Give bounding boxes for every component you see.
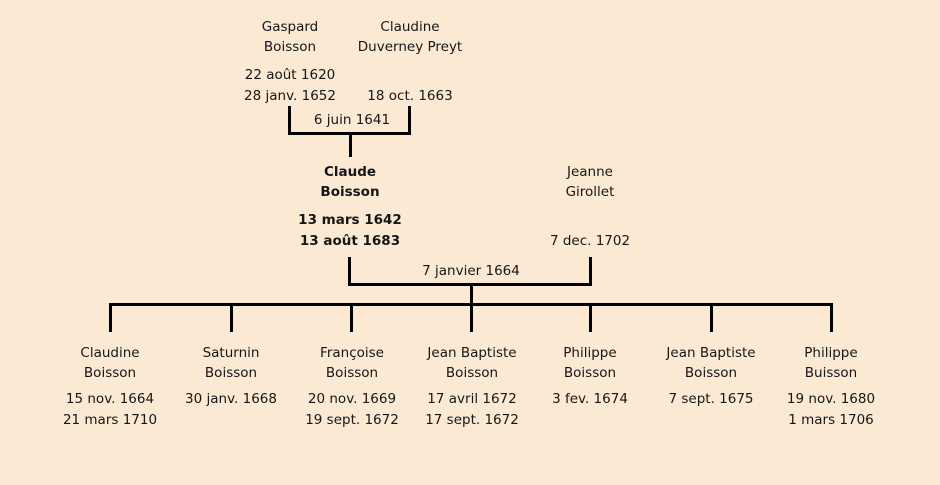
person-name: Claudine Duverney Preyt [358, 17, 462, 57]
person-francoise-boisson: Françoise Boisson 20 nov. 1669 19 sept. … [305, 343, 399, 431]
person-dates: 22 août 1620 28 janv. 1652 [244, 65, 336, 107]
person-dates: 20 nov. 1669 19 sept. 1672 [305, 389, 399, 431]
birth-date: 17 avril 1672 [427, 391, 517, 407]
person-dates: 18 oct. 1663 [358, 86, 462, 107]
person-dates: 19 nov. 1680 1 mars 1706 [787, 389, 875, 431]
death-date: 28 janv. 1652 [244, 88, 336, 104]
person-name: Claudine Boisson [63, 343, 157, 383]
person-name: Philippe Buisson [787, 343, 875, 383]
person-gaspard-boisson: Gaspard Boisson 22 août 1620 28 janv. 16… [244, 17, 336, 107]
person-dates: 7 dec. 1702 [550, 231, 630, 252]
person-dates: 3 fev. 1674 [552, 389, 628, 410]
connector-line-child-drop-1 [109, 303, 112, 332]
person-name: Jean Baptiste Boisson [425, 343, 519, 383]
connector-line-marriage2-left [348, 257, 351, 286]
name-line: Boisson [83, 365, 137, 381]
person-name: Saturnin Boisson [185, 343, 277, 383]
name-line: Saturnin [202, 345, 260, 361]
connector-line-child-drop-3 [350, 303, 353, 332]
name-line: Françoise [320, 345, 384, 361]
connector-line-marriage1-right [408, 106, 411, 135]
connector-line-child-drop-6 [710, 303, 713, 332]
person-saturnin-boisson: Saturnin Boisson 30 janv. 1668 [185, 343, 277, 410]
person-name: Jeanne Girollet [550, 162, 630, 202]
death-date: 1 mars 1706 [788, 412, 874, 428]
name-line: Boisson [320, 184, 380, 200]
birth-date: 22 août 1620 [244, 67, 336, 83]
person-claudine-boisson-child: Claudine Boisson 15 nov. 1664 21 mars 17… [63, 343, 157, 431]
death-date: 7 dec. 1702 [549, 233, 631, 249]
name-line: Boisson [263, 39, 317, 55]
person-dates: 30 janv. 1668 [185, 389, 277, 410]
name-line: Boisson [684, 365, 738, 381]
person-jeanne-girollet: Jeanne Girollet 7 dec. 1702 [550, 162, 630, 252]
person-dates: 15 nov. 1664 21 mars 1710 [63, 389, 157, 431]
death-date: 13 août 1683 [299, 233, 401, 249]
name-line: Jean Baptiste [666, 345, 756, 361]
birth-date: 15 nov. 1664 [65, 391, 155, 407]
name-line: Claude [323, 164, 377, 180]
person-claudine-duverney-preyt: Claudine Duverney Preyt 18 oct. 1663 [358, 17, 462, 107]
name-line: Philippe [563, 345, 617, 361]
marriage-date-label: 7 janvier 1664 [422, 263, 520, 279]
name-line: Duverney Preyt [357, 39, 463, 55]
name-line: Claudine [80, 345, 140, 361]
name-line: Buisson [804, 365, 858, 381]
name-line: Claudine [380, 19, 440, 35]
name-line: Boisson [563, 365, 617, 381]
person-dates: 13 mars 1642 13 août 1683 [298, 210, 402, 252]
connector-line-marriage2-right [589, 257, 592, 286]
name-line: Jean Baptiste [427, 345, 517, 361]
name-line: Gaspard [261, 19, 319, 35]
person-name: Gaspard Boisson [244, 17, 336, 57]
marriage-date-label: 6 juin 1641 [313, 112, 391, 128]
birth-date: 3 fev. 1674 [552, 391, 628, 407]
connector-line-child-drop-7 [830, 303, 833, 332]
name-line: Jeanne [567, 164, 613, 180]
name-line: Boisson [204, 365, 258, 381]
person-jean-baptiste-boisson-2: Jean Baptiste Boisson 7 sept. 1675 [666, 343, 755, 410]
name-line: Girollet [565, 184, 615, 200]
connector-line-marriage2-drop [470, 286, 473, 305]
birth-date: 30 janv. 1668 [185, 391, 277, 407]
connector-line-child-drop-2 [230, 303, 233, 332]
person-name: Jean Baptiste Boisson [666, 343, 755, 383]
person-dates: 17 avril 1672 17 sept. 1672 [425, 389, 519, 431]
person-name: Philippe Boisson [552, 343, 628, 383]
person-jean-baptiste-boisson-1: Jean Baptiste Boisson 17 avril 1672 17 s… [425, 343, 519, 431]
birth-date: 7 sept. 1675 [668, 391, 754, 407]
name-line: Boisson [445, 365, 499, 381]
death-date: 21 mars 1710 [62, 412, 158, 428]
name-line: Boisson [325, 365, 379, 381]
person-name: Françoise Boisson [305, 343, 399, 383]
person-philippe-boisson: Philippe Boisson 3 fev. 1674 [552, 343, 628, 410]
person-claude-boisson: Claude Boisson 13 mars 1642 13 août 1683 [298, 162, 402, 252]
connector-line-marriage2-bar [348, 283, 592, 286]
birth-date: 20 nov. 1669 [307, 391, 397, 407]
connector-line-marriage1-drop [349, 135, 352, 157]
connector-line-child-drop-5 [589, 303, 592, 332]
person-dates: 7 sept. 1675 [666, 389, 755, 410]
person-philippe-buisson: Philippe Buisson 19 nov. 1680 1 mars 170… [787, 343, 875, 431]
connector-line-marriage1-left [288, 106, 291, 135]
person-name: Claude Boisson [298, 162, 402, 202]
death-date: 17 sept. 1672 [425, 412, 519, 428]
birth-date: 13 mars 1642 [298, 212, 402, 228]
name-line: Philippe [804, 345, 858, 361]
connector-line-marriage1-bar [288, 132, 411, 135]
death-date: 18 oct. 1663 [367, 88, 453, 104]
death-date: 19 sept. 1672 [305, 412, 399, 428]
connector-line-child-drop-4 [470, 303, 473, 332]
birth-date: 19 nov. 1680 [786, 391, 876, 407]
